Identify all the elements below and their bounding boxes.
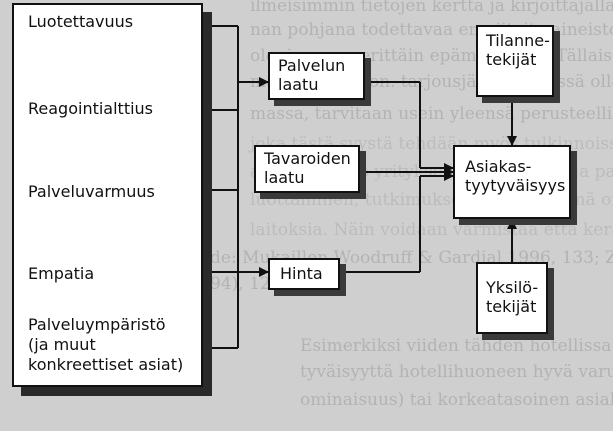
- box-label: Tilanne-: [486, 31, 550, 50]
- box-label: Asiakas-: [465, 157, 532, 176]
- box-label: Palvelun: [278, 56, 346, 75]
- dimension-responsiveness: Reagointialttius: [28, 99, 153, 119]
- dimension-label: (ja muut: [28, 335, 96, 354]
- dimension-tangibles: Palveluympäristö (ja muut konkreettiset …: [28, 315, 183, 375]
- dimension-label: Palveluvarmuus: [28, 182, 155, 201]
- dimension-reliability: Luotettavuus: [28, 12, 133, 32]
- product-quality-box: Tavaroiden laatu: [254, 145, 360, 193]
- box-label: laatu: [278, 75, 319, 94]
- box-label: tyytyväisyys: [465, 176, 566, 195]
- price-box: Hinta: [268, 258, 340, 290]
- dimension-empathy: Empatia: [28, 264, 94, 284]
- dimension-label: Palveluympäristö: [28, 315, 166, 334]
- service-quality-dimensions-box: Luotettavuus Reagointialttius Palveluvar…: [12, 3, 203, 387]
- situational-factors-box: Tilanne- tekijät: [476, 25, 554, 97]
- box-label: Hinta: [280, 264, 323, 283]
- dimension-label: Reagointialttius: [28, 99, 154, 118]
- dimension-label: Luotettavuus: [28, 12, 134, 31]
- personal-factors-box: Yksilö- tekijät: [476, 262, 548, 334]
- dimension-label: konkreettiset asiat): [28, 355, 184, 374]
- box-label: Tavaroiden: [264, 149, 351, 168]
- box-label: tekijät: [486, 50, 537, 69]
- dimension-assurance: Palveluvarmuus: [28, 182, 155, 202]
- customer-satisfaction-box: Asiakas- tyytyväisyys: [453, 145, 571, 219]
- box-label: laatu: [264, 168, 305, 187]
- box-label: Yksilö-: [486, 278, 539, 297]
- box-label: tekijät: [486, 297, 537, 316]
- service-quality-box: Palvelun laatu: [268, 52, 365, 100]
- dimension-label: Empatia: [28, 264, 95, 283]
